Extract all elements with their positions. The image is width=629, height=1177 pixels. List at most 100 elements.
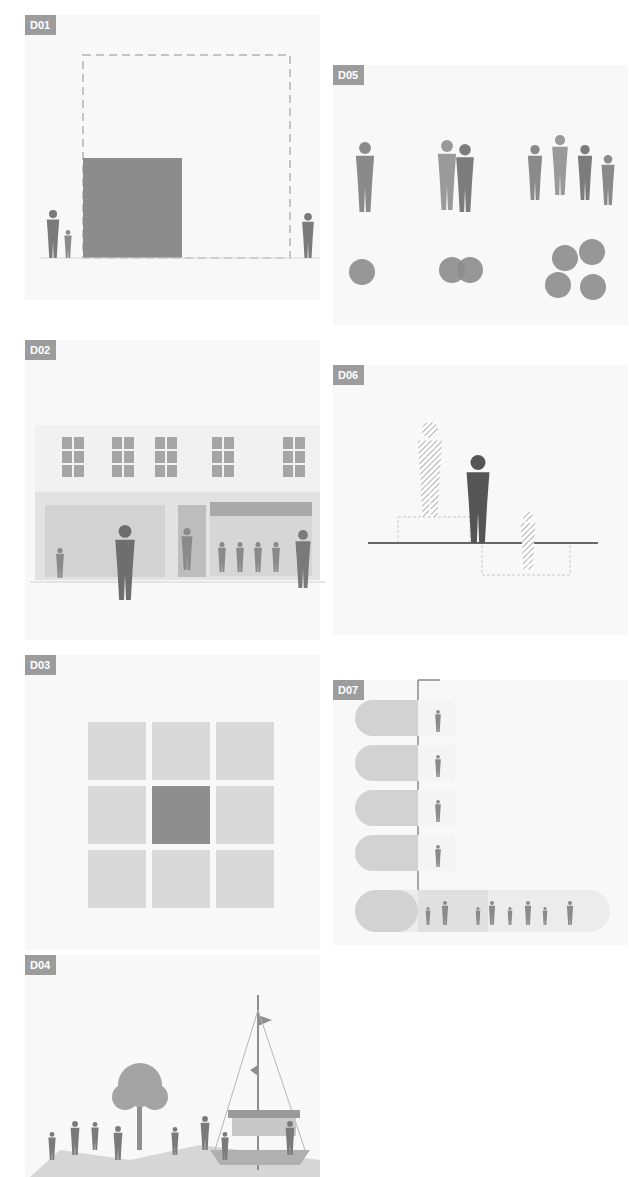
panel-tag: D02	[25, 340, 56, 360]
person-figure	[552, 135, 568, 195]
window-pane	[74, 465, 84, 477]
person-dot	[580, 274, 606, 300]
person-figure	[435, 710, 441, 732]
window-pane	[112, 451, 122, 463]
panel-tag: D01	[25, 15, 56, 35]
person-figure	[435, 800, 441, 822]
person-figure	[438, 140, 456, 210]
person-figure	[356, 142, 374, 212]
window-pane	[62, 465, 72, 477]
person-figure	[295, 530, 310, 588]
window-pane	[283, 437, 293, 449]
panel-code: D02	[30, 343, 51, 357]
d03-grid	[88, 722, 274, 908]
person-figure	[171, 1127, 178, 1155]
window-pane	[224, 465, 234, 477]
panel-grounds	[25, 15, 628, 1177]
panel-tag: D06	[333, 365, 364, 385]
person-figure	[476, 907, 481, 925]
person-figure	[456, 144, 474, 212]
window-pane	[124, 465, 134, 477]
window-pane	[112, 465, 122, 477]
person-figure	[91, 1122, 98, 1150]
person-figure	[71, 1121, 80, 1155]
window-pane	[155, 437, 165, 449]
d07-stack	[355, 680, 610, 932]
person-figure	[418, 422, 443, 517]
person-figure	[567, 901, 573, 925]
person-figure	[435, 845, 441, 867]
panel-tag: D05	[333, 65, 364, 85]
person-figure	[115, 525, 135, 600]
window-pane	[62, 451, 72, 463]
person-figure	[254, 542, 262, 572]
person-figure	[302, 213, 314, 258]
person-figure	[201, 1116, 210, 1150]
window-pane	[167, 451, 177, 463]
window-pane	[283, 465, 293, 477]
person-figure	[508, 907, 513, 925]
person-figure	[525, 901, 531, 925]
panel-code: D05	[338, 68, 359, 82]
window-pane	[62, 437, 72, 449]
panel-code: D01	[30, 18, 51, 32]
window-pane	[212, 465, 222, 477]
window-pane	[167, 465, 177, 477]
window-pane	[295, 465, 305, 477]
person-figure	[286, 1121, 295, 1155]
person-figure	[489, 901, 495, 925]
person-figure	[442, 901, 448, 925]
panel-code: D07	[338, 683, 359, 697]
window-pane	[74, 451, 84, 463]
person-figure	[602, 155, 615, 205]
window-pane	[224, 451, 234, 463]
window-pane	[124, 451, 134, 463]
person-figure	[578, 145, 592, 200]
person-figure	[467, 455, 490, 543]
person-figure	[272, 542, 280, 572]
people-figures	[47, 135, 615, 1160]
window-pane	[112, 437, 122, 449]
person-dot	[349, 259, 375, 285]
panel-tag: D03	[25, 655, 56, 675]
panel-code: D06	[338, 368, 359, 382]
person-figure	[56, 548, 64, 578]
person-dot	[552, 245, 578, 271]
window-pane	[224, 437, 234, 449]
person-figure	[520, 512, 535, 570]
window-pane	[295, 437, 305, 449]
panel-tag: D04	[25, 955, 56, 975]
window-pane	[212, 437, 222, 449]
person-figure	[426, 907, 431, 925]
person-figure	[182, 528, 193, 570]
person-figure	[435, 755, 441, 777]
person-figure	[48, 1132, 55, 1160]
window-pane	[155, 451, 165, 463]
panel-code: D03	[30, 658, 51, 672]
person-dot	[579, 239, 605, 265]
window-pane	[212, 451, 222, 463]
person-dot	[545, 272, 571, 298]
d02-facade	[30, 425, 325, 582]
d01-massing	[40, 55, 320, 258]
person-figure	[64, 230, 71, 258]
person-dot	[457, 257, 483, 283]
d04-waterfront	[30, 995, 320, 1177]
window-pane	[124, 437, 134, 449]
panel-code: D04	[30, 958, 51, 972]
window-pane	[295, 451, 305, 463]
person-figure	[47, 210, 59, 258]
window-pane	[155, 465, 165, 477]
window-pane	[167, 437, 177, 449]
panel-tag: D07	[333, 680, 364, 700]
person-figure	[236, 542, 244, 572]
person-figure	[218, 542, 226, 572]
person-figure	[528, 145, 542, 200]
person-figure	[543, 907, 548, 925]
window-pane	[74, 437, 84, 449]
window-pane	[283, 451, 293, 463]
person-figure	[114, 1126, 123, 1160]
